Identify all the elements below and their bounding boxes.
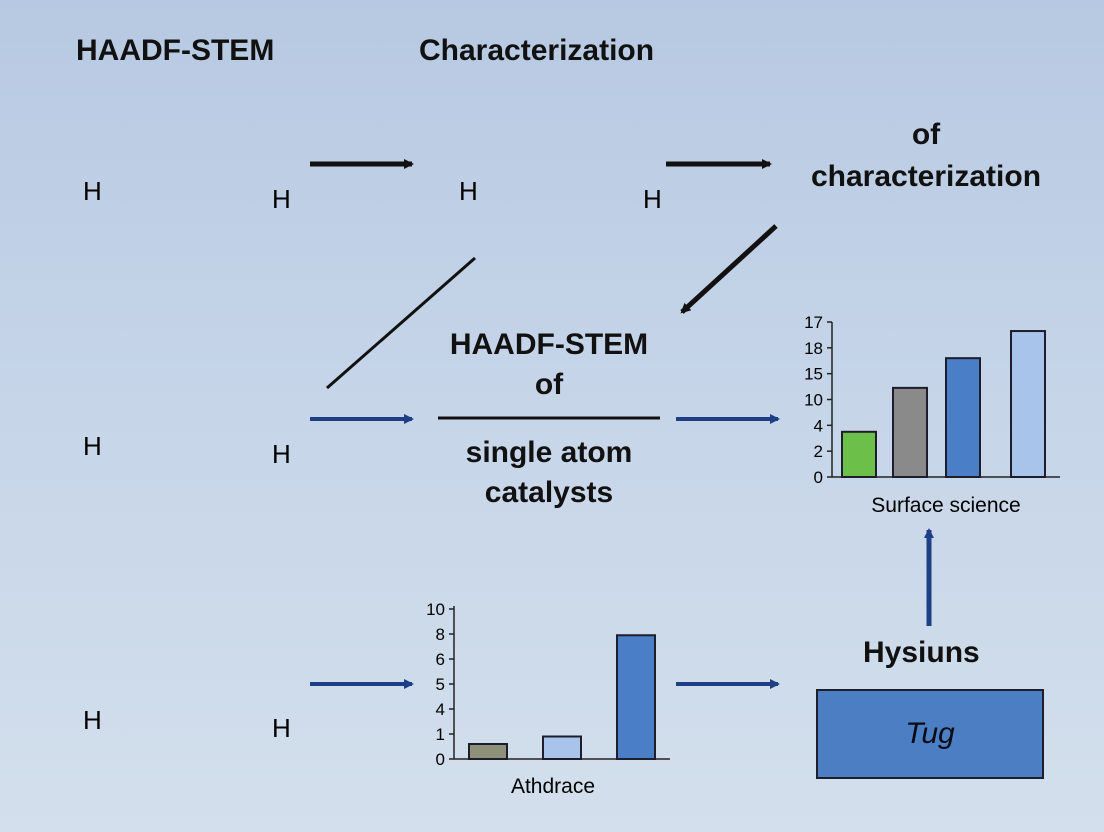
chart1-bar bbox=[841, 430, 877, 478]
chart1-tick-label: 18 bbox=[804, 339, 823, 358]
chart1-x-label: Surface science bbox=[871, 494, 1020, 517]
chart2-tick-label: 4 bbox=[436, 700, 445, 719]
h-label: H bbox=[272, 439, 291, 469]
h-label: H bbox=[83, 705, 102, 735]
chart1-tick-label: 2 bbox=[814, 442, 823, 461]
chart2-tick-label: 5 bbox=[436, 675, 445, 694]
center-line-haadf: HAADF-STEM bbox=[449, 328, 649, 361]
connector-line bbox=[326, 256, 476, 390]
chart2-tick-label: 10 bbox=[426, 600, 445, 619]
heading-hysiuns: Hysiuns bbox=[863, 636, 980, 669]
chart2-bar bbox=[542, 735, 582, 760]
h-label: H bbox=[83, 431, 102, 461]
tu-box: Tuɡ bbox=[816, 689, 1044, 779]
chart2-tick-label: 1 bbox=[436, 725, 445, 744]
chart1-bar bbox=[892, 386, 928, 478]
chart-surface-science: 0 2 4 10 15 18 17 Surface science bbox=[804, 313, 1060, 517]
center-line-catalysts: catalysts bbox=[484, 476, 614, 509]
center-subtitle: single atom catalysts bbox=[418, 436, 680, 510]
center-line-single-atom: single atom bbox=[465, 436, 633, 469]
h-label: H bbox=[272, 713, 291, 743]
h-label: H bbox=[459, 176, 478, 206]
center-haadf-title: HAADF-STEM of bbox=[418, 328, 680, 402]
heading-characterization-lower: characterization bbox=[810, 160, 1042, 193]
chart-athdrace: 0 1 4 5 6 8 10 Athdrace bbox=[426, 600, 670, 798]
heading-of-characterization: of characterization bbox=[786, 118, 1066, 194]
h-label: H bbox=[272, 184, 291, 214]
chart1-tick-label: 15 bbox=[804, 365, 823, 384]
chart1-bar bbox=[1010, 330, 1046, 478]
chart2-tick-label: 8 bbox=[436, 625, 445, 644]
chart2-tick-label: 6 bbox=[436, 650, 445, 669]
chart1-tick-label: 4 bbox=[814, 416, 823, 435]
heading-characterization: Characterization bbox=[419, 34, 655, 67]
chart1-tick-label: 17 bbox=[804, 313, 823, 332]
arrow-diagonal bbox=[680, 224, 778, 314]
h-label: H bbox=[83, 176, 102, 206]
chart2-x-label: Athdrace bbox=[511, 775, 595, 798]
chart1-tick-label: 0 bbox=[814, 468, 823, 487]
heading-haadf-stem: HAADF-STEM bbox=[76, 34, 275, 67]
chart1-tick-label: 10 bbox=[804, 391, 823, 410]
tu-box-label: Tuɡ bbox=[905, 717, 955, 750]
h-label: H bbox=[643, 184, 662, 214]
chart2-bar bbox=[616, 634, 656, 760]
chart2-bar bbox=[468, 743, 508, 760]
center-line-of: of bbox=[534, 368, 564, 401]
chart1-bar bbox=[945, 357, 981, 478]
heading-of: of bbox=[911, 118, 941, 151]
chart2-tick-label: 0 bbox=[436, 750, 445, 769]
